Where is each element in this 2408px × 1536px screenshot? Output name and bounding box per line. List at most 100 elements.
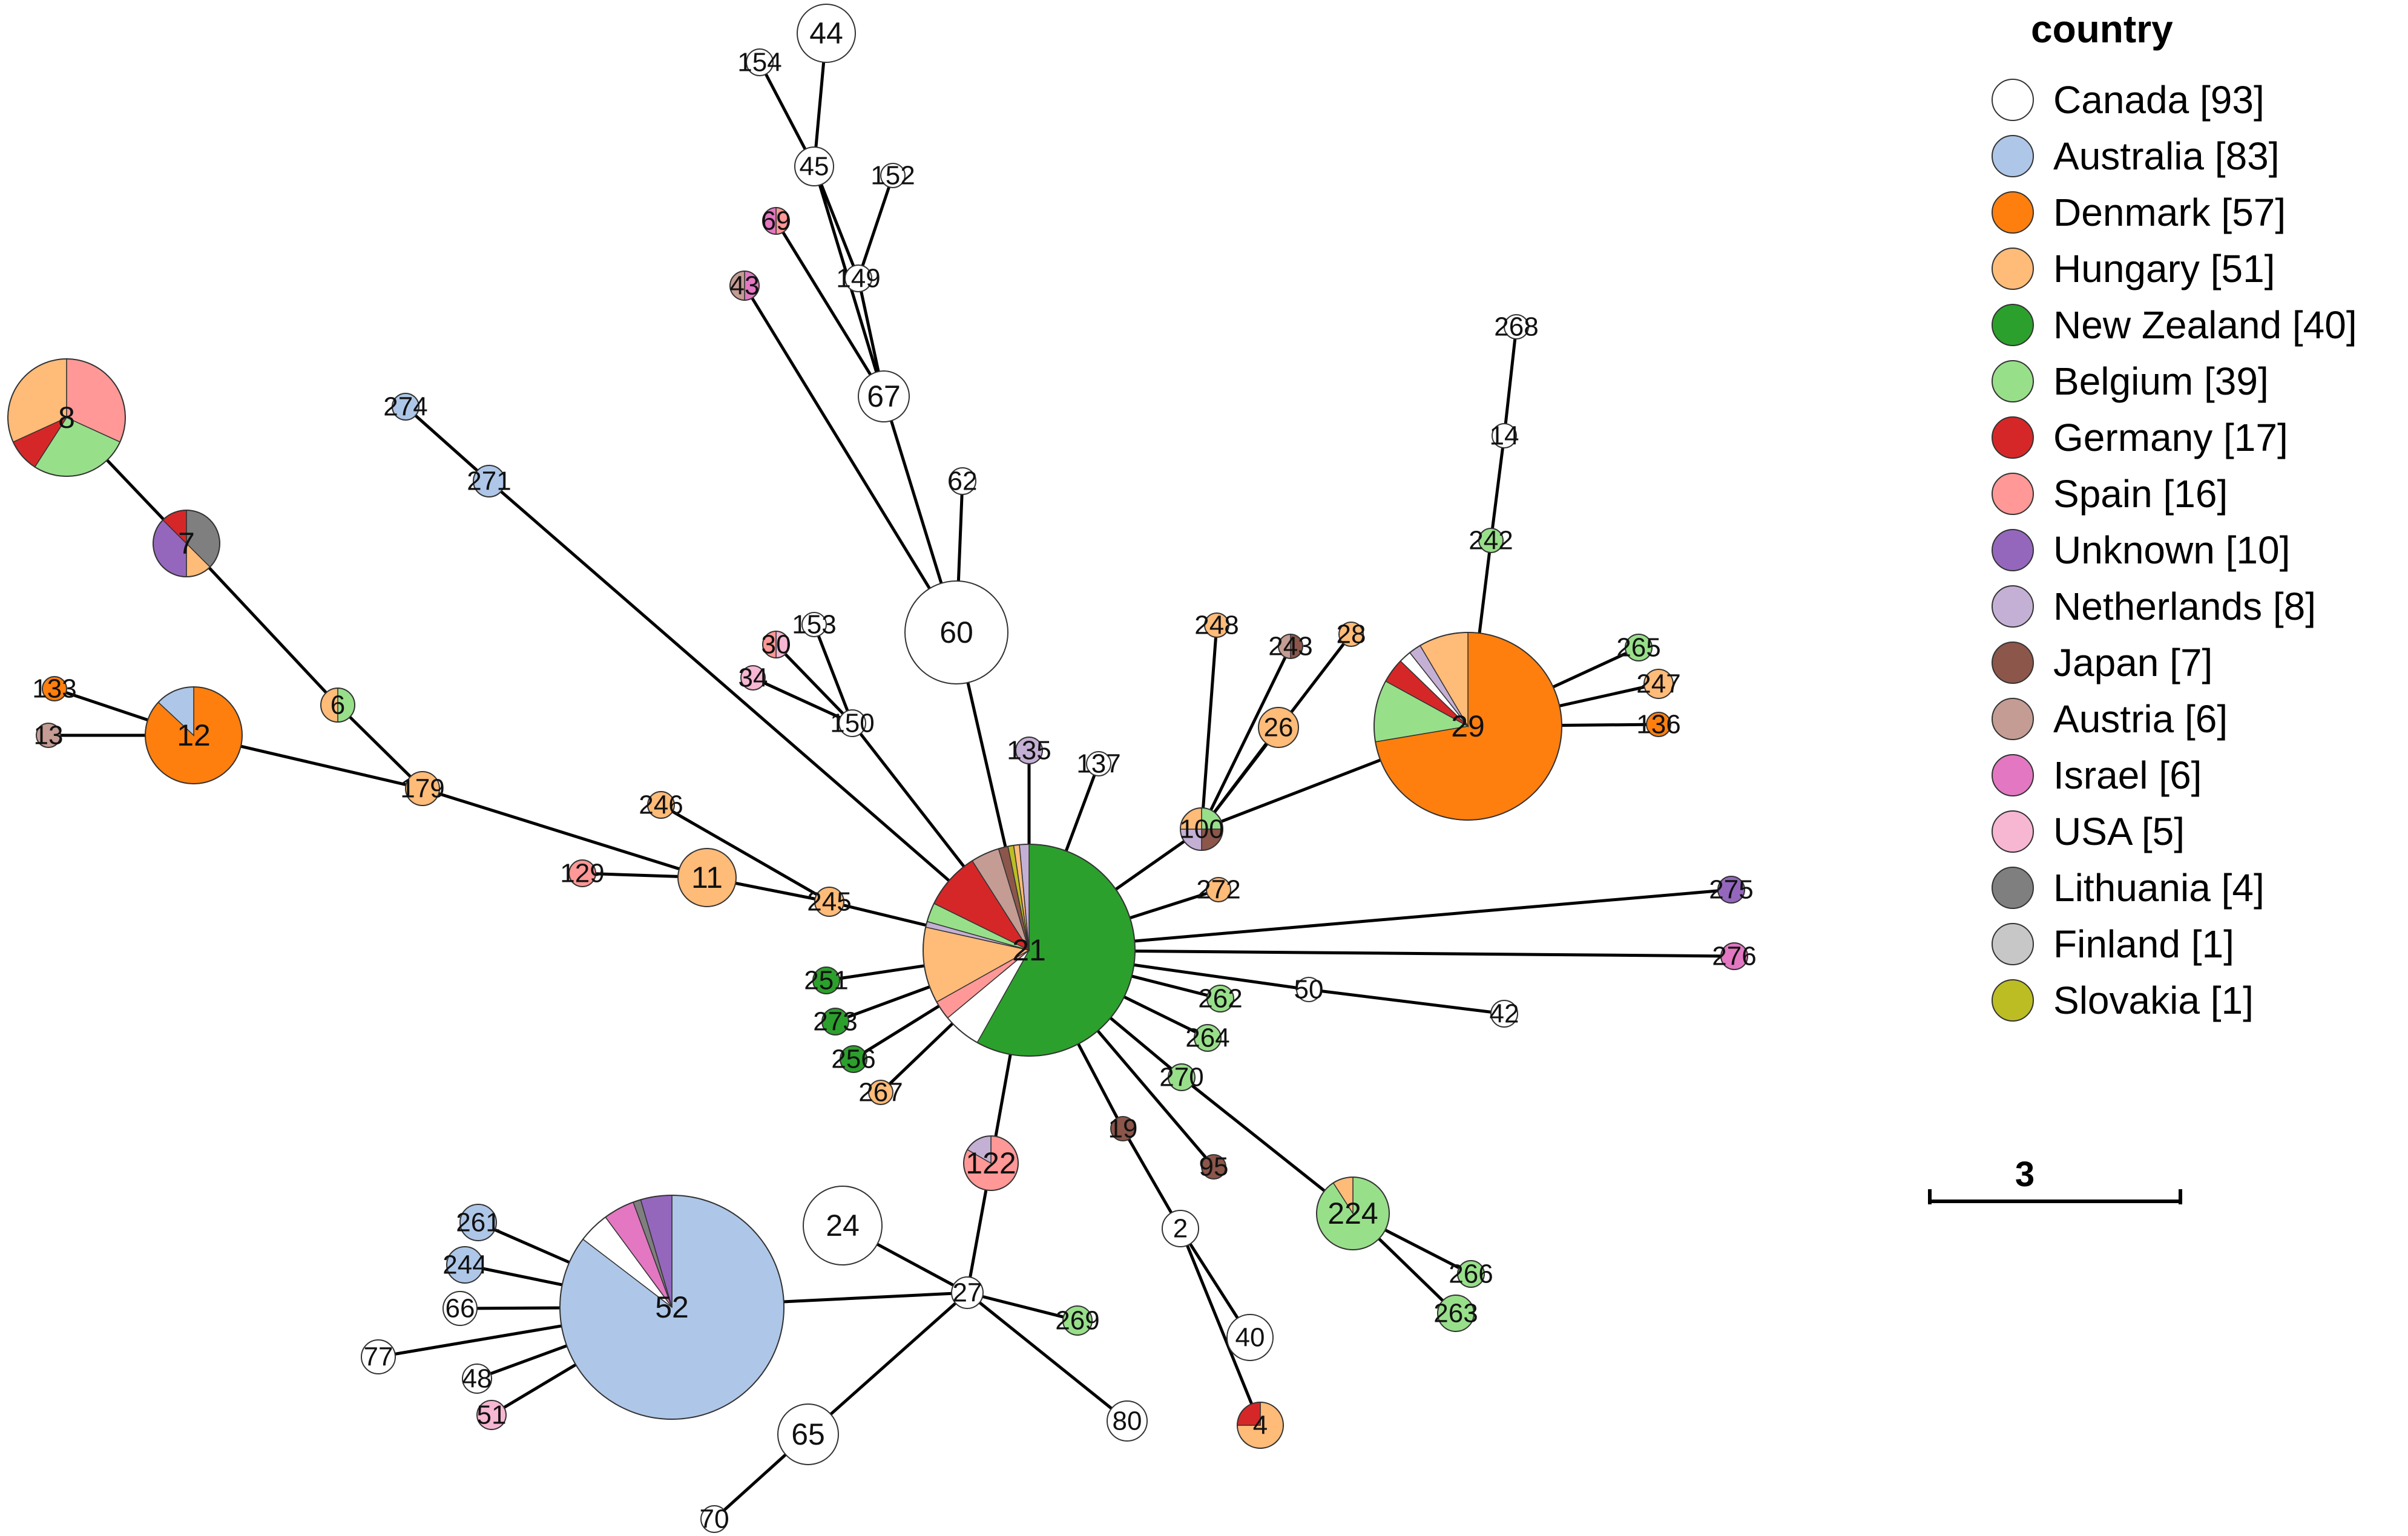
- node-66: 66: [442, 1291, 478, 1326]
- node-28-label: 28: [1337, 620, 1366, 649]
- node-42-circle: [1490, 1000, 1518, 1028]
- node-21-outline: [923, 844, 1136, 1057]
- node-95-label: 95: [1199, 1152, 1229, 1182]
- edge-14-268: [1502, 326, 1518, 436]
- node-149-circle: [844, 264, 872, 292]
- node-154-circle: [746, 48, 774, 76]
- node-100-label: 100: [1179, 815, 1223, 844]
- node-14: 14: [1490, 421, 1519, 451]
- node-95-circle: [1201, 1154, 1226, 1180]
- edge-242-14: [1489, 435, 1506, 541]
- node-69-label: 69: [762, 206, 791, 236]
- node-274-circle: [392, 393, 419, 421]
- node-62-label: 62: [948, 467, 978, 496]
- node-256-label: 256: [831, 1045, 875, 1074]
- node-24-label: 24: [826, 1209, 860, 1242]
- legend-label-13: USA [5]: [2053, 810, 2185, 853]
- node-40-circle: [1226, 1314, 1274, 1361]
- node-26-circle: [1258, 707, 1299, 748]
- node-267-circle: [868, 1080, 893, 1105]
- legend-label-6: Germany [17]: [2053, 416, 2288, 459]
- node-251: 251: [804, 966, 848, 996]
- node-70-label: 70: [700, 1505, 729, 1534]
- legend-label-3: Hungary [51]: [2053, 247, 2275, 290]
- node-275: 275: [1709, 875, 1753, 905]
- node-262: 262: [1198, 984, 1242, 1014]
- node-137-circle: [1086, 751, 1111, 776]
- edge-27-65: [807, 1291, 969, 1436]
- node-243-label: 243: [1268, 632, 1312, 661]
- legend-label-12: Israel [6]: [2053, 753, 2202, 797]
- node-27-label: 27: [953, 1278, 982, 1308]
- legend-swatch-3: [1992, 248, 2034, 290]
- node-100: 100: [1179, 807, 1224, 851]
- node-245-label: 245: [807, 887, 851, 917]
- node-7: 7: [153, 510, 220, 577]
- node-245-circle: [814, 887, 844, 917]
- node-270-circle: [1168, 1063, 1196, 1091]
- edge-100-243: [1200, 645, 1292, 830]
- node-45: 45: [794, 146, 834, 186]
- node-129: 129: [560, 859, 604, 888]
- node-12: 12: [145, 686, 243, 784]
- node-100-outline: [1180, 807, 1223, 851]
- node-150-circle: [838, 709, 866, 737]
- legend-label-15: Finland [1]: [2053, 922, 2234, 966]
- node-30: 30: [762, 630, 791, 660]
- node-50-label: 50: [1294, 975, 1324, 1005]
- node-269-circle: [1062, 1305, 1093, 1336]
- node-265-label: 265: [1616, 633, 1660, 663]
- legend-swatch-1: [1992, 135, 2034, 177]
- legend-swatch-11: [1992, 698, 2034, 740]
- node-67: 67: [858, 370, 910, 422]
- legend-swatch-15: [1992, 923, 2034, 965]
- edge-11-179: [422, 787, 708, 879]
- node-268-label: 268: [1494, 312, 1538, 342]
- legend-label-0: Canada [93]: [2053, 78, 2265, 122]
- node-133-circle: [42, 676, 67, 701]
- node-45-circle: [794, 146, 834, 186]
- node-28: 28: [1337, 620, 1366, 649]
- node-242-circle: [1478, 528, 1504, 553]
- legend-label-8: Unknown [10]: [2053, 528, 2290, 572]
- node-152-label: 152: [870, 161, 915, 191]
- scale-bar: 3: [1928, 1155, 2182, 1204]
- node-269-label: 269: [1055, 1306, 1099, 1336]
- node-273: 273: [813, 1007, 857, 1037]
- legend: country Canada [93]Australia [83]Denmark…: [1992, 7, 2357, 1022]
- node-153-label: 153: [792, 610, 836, 640]
- node-8-label: 8: [58, 401, 75, 435]
- node-137: 137: [1076, 749, 1120, 779]
- node-69: 69: [762, 206, 791, 236]
- node-2-circle: [1162, 1210, 1199, 1247]
- node-80-circle: [1107, 1400, 1148, 1442]
- node-265: 265: [1616, 633, 1660, 663]
- node-270-label: 270: [1159, 1063, 1203, 1092]
- legend-label-14: Lithuania [4]: [2053, 866, 2265, 910]
- node-256-circle: [840, 1045, 867, 1073]
- edge-27-269: [967, 1291, 1078, 1322]
- node-247-label: 247: [1636, 669, 1680, 699]
- node-264: 264: [1185, 1023, 1229, 1053]
- node-264-circle: [1194, 1024, 1222, 1052]
- node-261: 261: [456, 1204, 501, 1241]
- node-50: 50: [1294, 975, 1324, 1005]
- node-154: 154: [737, 48, 781, 77]
- node-21: 21: [923, 844, 1136, 1057]
- edge-27-80: [966, 1291, 1128, 1422]
- node-274-label: 274: [383, 392, 427, 422]
- node-34-label: 34: [739, 663, 768, 693]
- edge-21-276: [1028, 948, 1735, 958]
- node-246-circle: [647, 791, 675, 819]
- node-265-circle: [1625, 634, 1653, 661]
- node-179: 179: [400, 771, 445, 806]
- node-65-circle: [777, 1403, 839, 1465]
- legend-swatch-12: [1992, 754, 2034, 796]
- node-43-outline: [729, 271, 760, 301]
- node-150-label: 150: [830, 709, 874, 738]
- node-45-label: 45: [800, 152, 829, 182]
- node-129-circle: [568, 859, 596, 887]
- node-149-label: 149: [836, 264, 880, 294]
- node-263-circle: [1437, 1295, 1475, 1332]
- node-6-outline: [320, 688, 355, 723]
